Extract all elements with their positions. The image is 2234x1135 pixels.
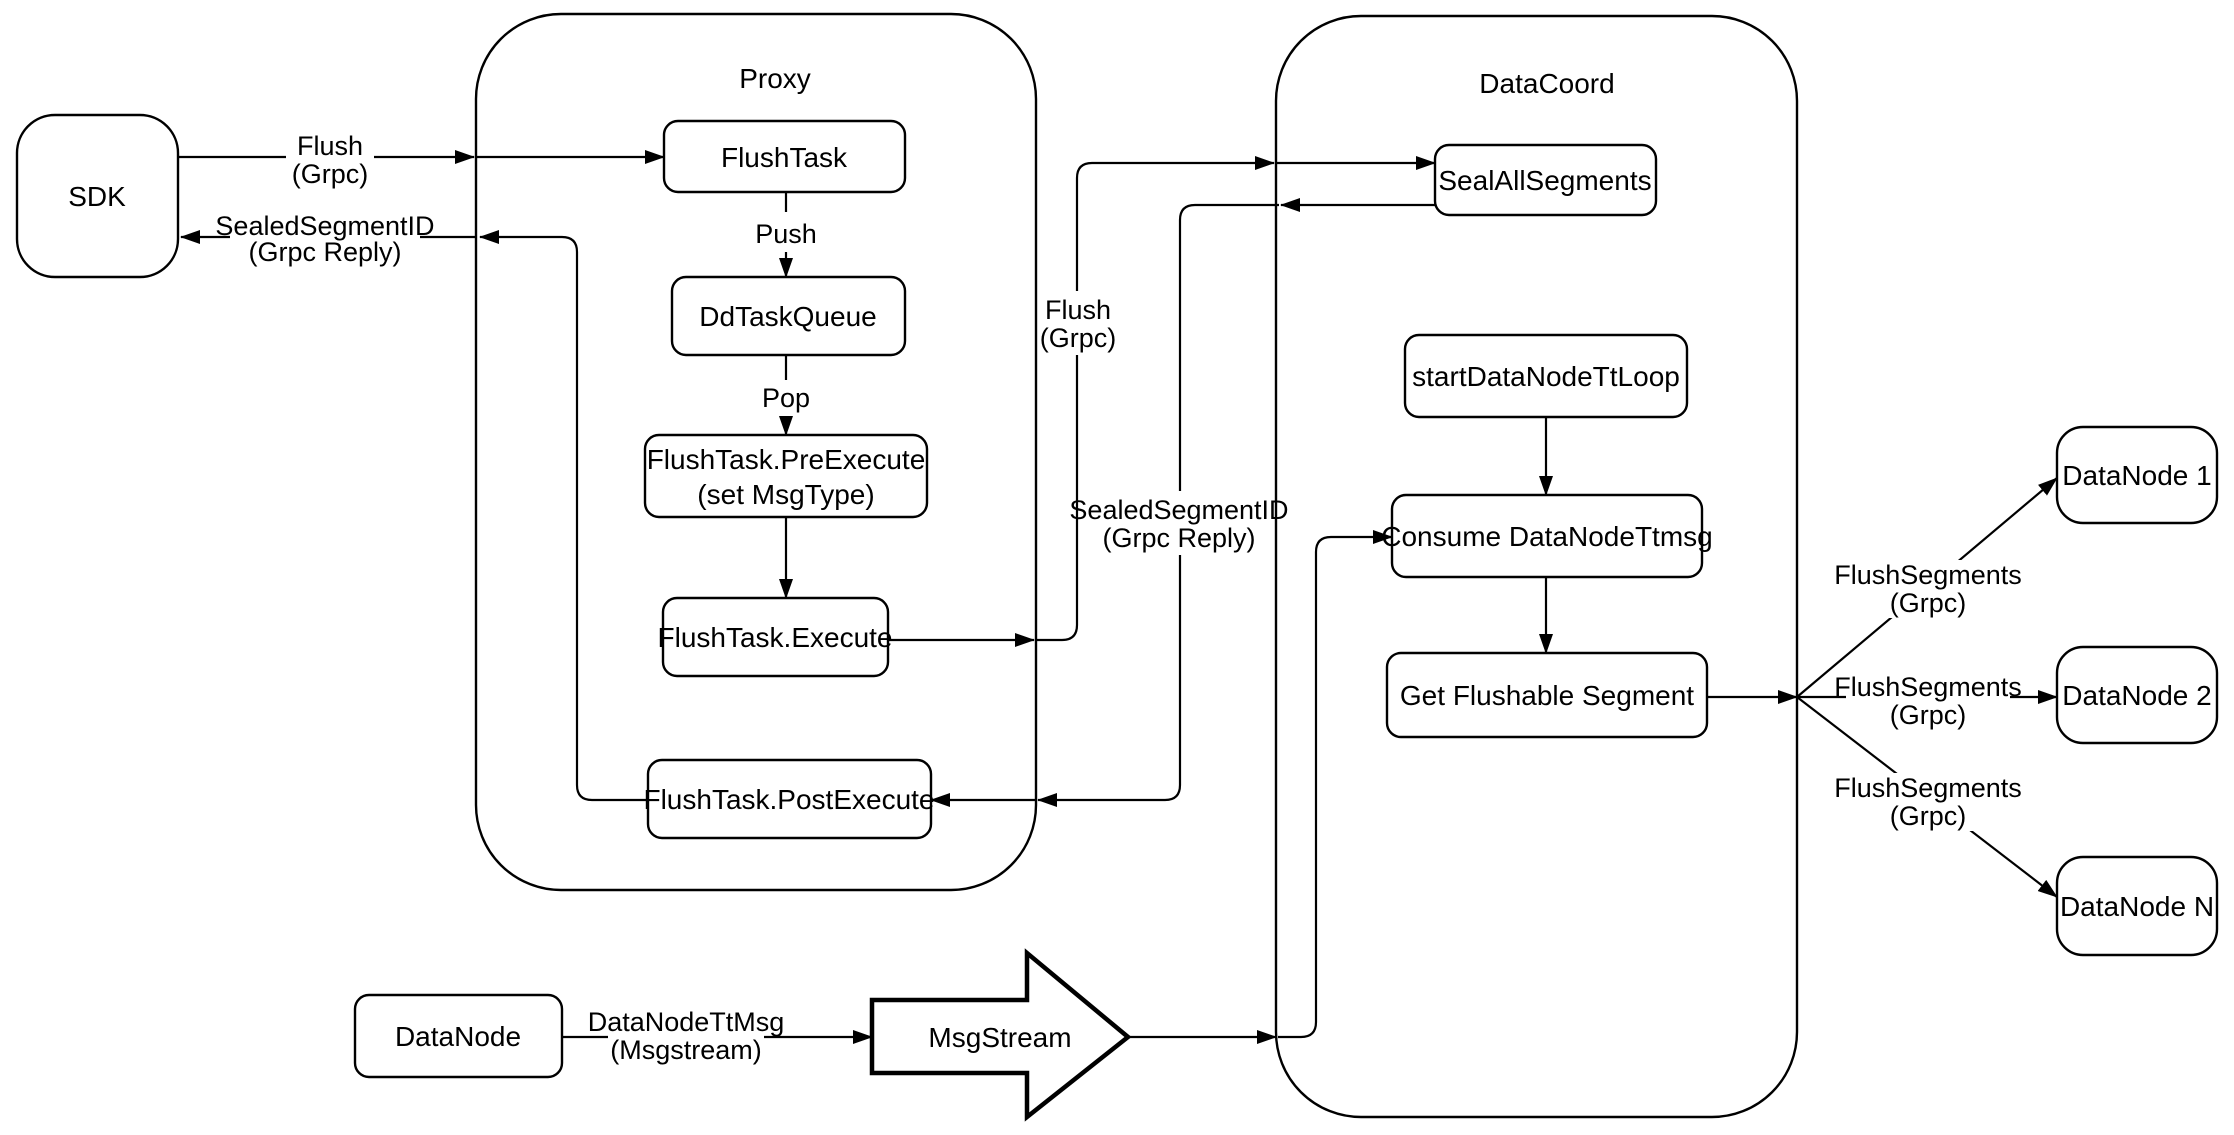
- node-datanode-bottom: DataNode: [353, 993, 564, 1079]
- ddtaskqueue-label: DdTaskQueue: [699, 301, 876, 332]
- node-sealallsegments: SealAllSegments: [1433, 143, 1658, 217]
- sealed-mid-label-line1: SealedSegmentID: [1069, 495, 1288, 525]
- postexecute-label: FlushTask.PostExecute: [643, 784, 934, 815]
- startdatanodettloop-box: [1403, 333, 1689, 419]
- ddtaskqueue-box: [670, 275, 907, 357]
- datacoord-container: [1274, 14, 1799, 1119]
- sealed-mid-label-line2: (Grpc Reply): [1102, 523, 1255, 553]
- flush-sdk-label-bg: [286, 127, 374, 189]
- execute-box: [661, 596, 890, 678]
- flushsegments2-label-line2: (Grpc): [1890, 700, 1967, 730]
- flushsegments3-label-line1: FlushSegments: [1834, 773, 2022, 803]
- datanoden-box: [2055, 855, 2219, 957]
- node-sdk: SDK: [15, 113, 180, 279]
- sealed-sdk-label-line1: SealedSegmentID: [215, 211, 434, 241]
- node-flushtask: FlushTask: [662, 119, 907, 194]
- edge-label-sealed-mid: SealedSegmentID (Grpc Reply): [1069, 491, 1289, 555]
- edge-label-flush-sdk: Flush (Grpc): [286, 127, 374, 189]
- proxy-container-title: Proxy: [739, 63, 811, 94]
- proxy-container: [474, 12, 1038, 892]
- flush-grpc-mid-label-line2: (Grpc): [1040, 323, 1117, 353]
- edge-border-up-to-consume: [1278, 530, 1393, 1039]
- datanode2-box: [2055, 645, 2219, 745]
- edge-postexecute-to-proxy-border: [479, 230, 648, 802]
- flush-sdk-label-line2: (Grpc): [292, 159, 369, 189]
- postexecute-box: [646, 758, 933, 840]
- node-getflushablesegment: Get Flushable Segment: [1385, 651, 1709, 739]
- node-msgstream: MsgStream: [869, 948, 1132, 1122]
- node-datanode-1: DataNode 1: [2055, 425, 2219, 525]
- sealed-sdk-label-bg: [230, 209, 420, 269]
- datanoden-label: DataNode N: [2060, 891, 2214, 922]
- datanode2-label: DataNode 2: [2062, 680, 2211, 711]
- node-postexecute: FlushTask.PostExecute: [643, 758, 935, 840]
- node-datanode-n: DataNode N: [2055, 855, 2219, 957]
- datacoord-container-title: DataCoord: [1479, 68, 1614, 99]
- datanode-bottom-box: [353, 993, 564, 1079]
- flushsegments3-label-line2: (Grpc): [1890, 801, 1967, 831]
- flushsegments1-label-line2: (Grpc): [1890, 588, 1967, 618]
- node-consumedatanodettmsg: Consume DataNodeTtmsg: [1381, 493, 1713, 579]
- edge-label-push: Push: [755, 212, 817, 252]
- sealallsegments-box: [1433, 143, 1658, 217]
- flushtask-label: FlushTask: [721, 142, 848, 173]
- edge-label-sealed-sdk: SealedSegmentID (Grpc Reply): [215, 209, 435, 269]
- msgstream-block-arrow: [869, 948, 1132, 1122]
- datanode1-box: [2055, 425, 2219, 525]
- getflushablesegment-box: [1385, 651, 1709, 739]
- edge-label-pop: Pop: [760, 380, 812, 416]
- sdk-label: SDK: [68, 181, 126, 212]
- datanodettmsg-label-line1: DataNodeTtMsg: [588, 1007, 785, 1037]
- flushtask-box: [662, 119, 907, 194]
- push-label-bg: [755, 212, 817, 252]
- msgstream-label: MsgStream: [928, 1022, 1071, 1053]
- sealed-mid-label-bg: [1085, 491, 1272, 555]
- sdk-box: [15, 113, 180, 279]
- startdatanodettloop-label: startDataNodeTtLoop: [1412, 361, 1680, 392]
- push-label: Push: [755, 219, 817, 249]
- pop-label-bg: [760, 380, 812, 416]
- flushsegments2-label-line1: FlushSegments: [1834, 672, 2022, 702]
- sealed-sdk-label-line2: (Grpc Reply): [248, 237, 401, 267]
- flushsegments3-label-bg: [1846, 773, 2010, 831]
- node-execute: FlushTask.Execute: [658, 596, 893, 678]
- sealallsegments-label: SealAllSegments: [1438, 165, 1651, 196]
- node-datanode-2: DataNode 2: [2055, 645, 2219, 745]
- flush-grpc-mid-label-bg: [1042, 291, 1114, 355]
- edge-label-flushsegments-3: FlushSegments (Grpc): [1834, 773, 2022, 831]
- edge-label-flushsegments-1: FlushSegments (Grpc): [1834, 560, 2022, 618]
- consumedatanodettmsg-box: [1390, 493, 1704, 579]
- datanode-bottom-label: DataNode: [395, 1021, 521, 1052]
- pop-label: Pop: [762, 383, 810, 413]
- edge-label-flushsegments-2: FlushSegments (Grpc): [1834, 672, 2022, 730]
- execute-label: FlushTask.Execute: [658, 622, 893, 653]
- getflushablesegment-label: Get Flushable Segment: [1400, 680, 1694, 711]
- edge-label-flush-grpc-mid: Flush (Grpc): [1040, 291, 1117, 355]
- flush-sdk-label-line1: Flush: [297, 131, 363, 161]
- datanodettmsg-label-bg: [608, 1007, 764, 1069]
- edge-flush-up-to-datacoord-border: [1036, 156, 1275, 642]
- node-startdatanodettloop: startDataNodeTtLoop: [1403, 333, 1689, 419]
- node-preexecute: FlushTask.PreExecute (set MsgType): [643, 433, 929, 519]
- flushsegments1-label-bg: [1846, 560, 2010, 618]
- node-ddtaskqueue: DdTaskQueue: [670, 275, 907, 357]
- consumedatanodettmsg-label: Consume DataNodeTtmsg: [1381, 521, 1712, 552]
- edge-label-datanodettmsg: DataNodeTtMsg (Msgstream): [588, 1007, 785, 1069]
- preexecute-label-line2: (set MsgType): [697, 479, 874, 510]
- datanode1-label: DataNode 1: [2062, 460, 2211, 491]
- datanodettmsg-label-line2: (Msgstream): [610, 1035, 762, 1065]
- preexecute-label-line1: FlushTask.PreExecute: [647, 444, 926, 475]
- preexecute-box: [643, 433, 929, 519]
- flushsegments1-label-line1: FlushSegments: [1834, 560, 2022, 590]
- flushsegments2-label-bg: [1846, 672, 2010, 730]
- flush-grpc-mid-label-line1: Flush: [1045, 295, 1111, 325]
